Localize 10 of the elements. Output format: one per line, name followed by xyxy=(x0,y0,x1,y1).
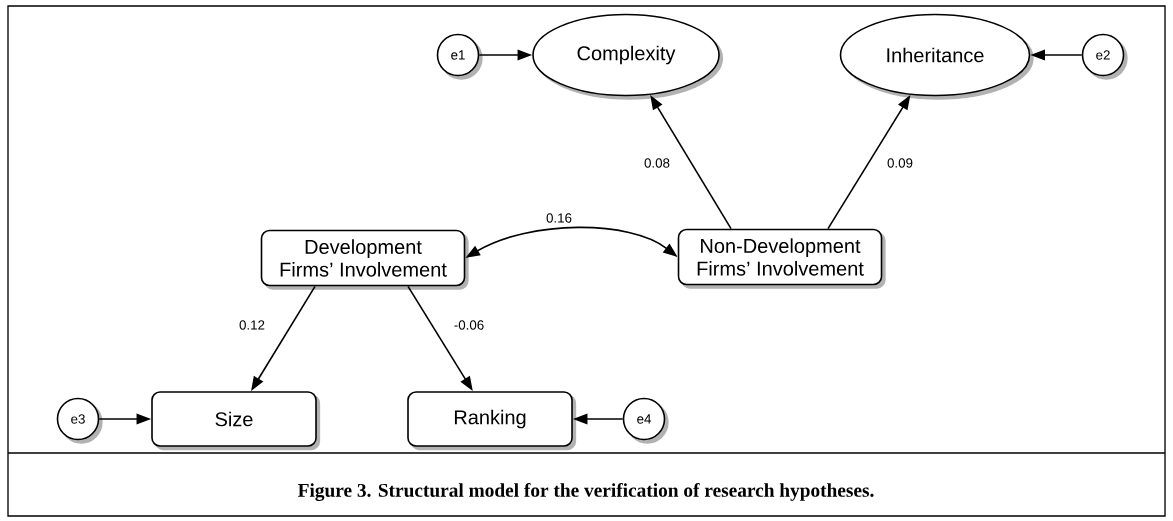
variable-box: Development Firms’ Involvement xyxy=(260,229,469,290)
variable-box: Size xyxy=(151,391,321,451)
edge-label: 0.09 xyxy=(885,156,915,170)
caption: Figure 3. Structural model for the verification of research hypotheses. xyxy=(298,483,874,501)
variable-box: Non-Development Firms’ Involvement xyxy=(677,228,886,289)
edge-label: 0.16 xyxy=(544,211,574,225)
variable-box: Ranking xyxy=(407,391,577,451)
edge-label: 0.08 xyxy=(642,156,672,170)
edge-label: 0.12 xyxy=(237,318,267,332)
edge-label: -0.06 xyxy=(452,318,486,332)
